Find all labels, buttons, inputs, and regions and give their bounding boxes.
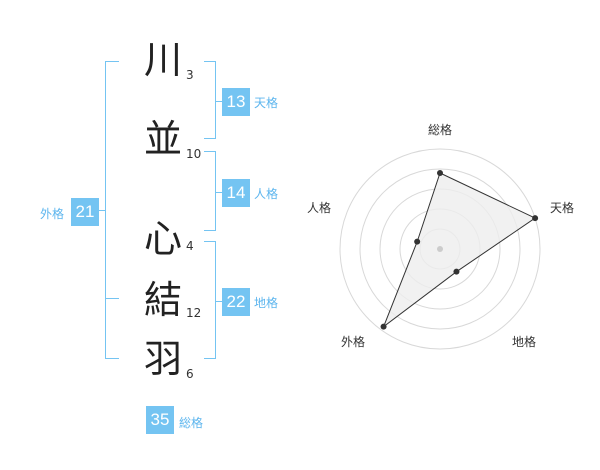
radar-point bbox=[414, 238, 421, 245]
jinkaku-bracket bbox=[204, 151, 216, 231]
gaikaku-bracket-tick bbox=[105, 298, 119, 299]
jinkaku-badge: 14 bbox=[222, 179, 250, 207]
tenkaku-badge: 13 bbox=[222, 88, 250, 116]
radar-ring bbox=[359, 168, 521, 330]
radar-value-polygon bbox=[382, 172, 537, 329]
tenkaku-bracket bbox=[204, 61, 216, 139]
gaikaku-label: 外格 bbox=[40, 207, 65, 221]
name-char-3: 心 bbox=[143, 217, 182, 261]
radar-axis-label-gaikaku: 外格 bbox=[341, 334, 365, 349]
gaikaku-bracket bbox=[105, 61, 119, 359]
radar-axis-label-tenkaku: 天格 bbox=[550, 200, 574, 215]
chikaku-connector bbox=[216, 301, 222, 302]
stroke-count-5: 6 bbox=[186, 367, 194, 381]
soukaku-label: 総格 bbox=[179, 416, 204, 430]
name-char-5: 羽 bbox=[143, 337, 182, 381]
radar-point bbox=[380, 323, 387, 330]
stroke-count-3: 4 bbox=[186, 239, 194, 253]
jinkaku-connector bbox=[216, 192, 222, 193]
chikaku-badge: 22 bbox=[222, 288, 250, 316]
radar-axis-label-jinkaku: 人格 bbox=[307, 200, 331, 215]
radar-point bbox=[453, 268, 460, 275]
name-char-1: 川 bbox=[143, 38, 182, 82]
chikaku-label: 地格 bbox=[254, 296, 279, 310]
tenkaku-connector bbox=[216, 101, 222, 102]
name-char-2: 並 bbox=[143, 117, 182, 161]
radar-center-dot bbox=[437, 246, 443, 252]
radar-axis-label-soukaku: 総格 bbox=[428, 122, 452, 137]
soukaku-badge: 35 bbox=[146, 406, 174, 434]
radar-point bbox=[532, 215, 539, 222]
gaikaku-badge: 21 bbox=[71, 198, 99, 226]
chikaku-bracket bbox=[204, 241, 216, 359]
stroke-count-2: 10 bbox=[186, 147, 202, 161]
radar-axis-label-chikaku: 地格 bbox=[512, 334, 536, 349]
radar-point bbox=[437, 170, 443, 176]
name-char-4: 結 bbox=[143, 278, 182, 322]
stroke-count-1: 3 bbox=[186, 68, 194, 82]
radar-ring bbox=[339, 148, 541, 350]
fortune-radar-chart: 総格 天格 地格 外格 人格 bbox=[307, 122, 574, 350]
stroke-count-4: 12 bbox=[186, 306, 202, 320]
tenkaku-label: 天格 bbox=[254, 96, 279, 110]
jinkaku-label: 人格 bbox=[254, 187, 279, 201]
